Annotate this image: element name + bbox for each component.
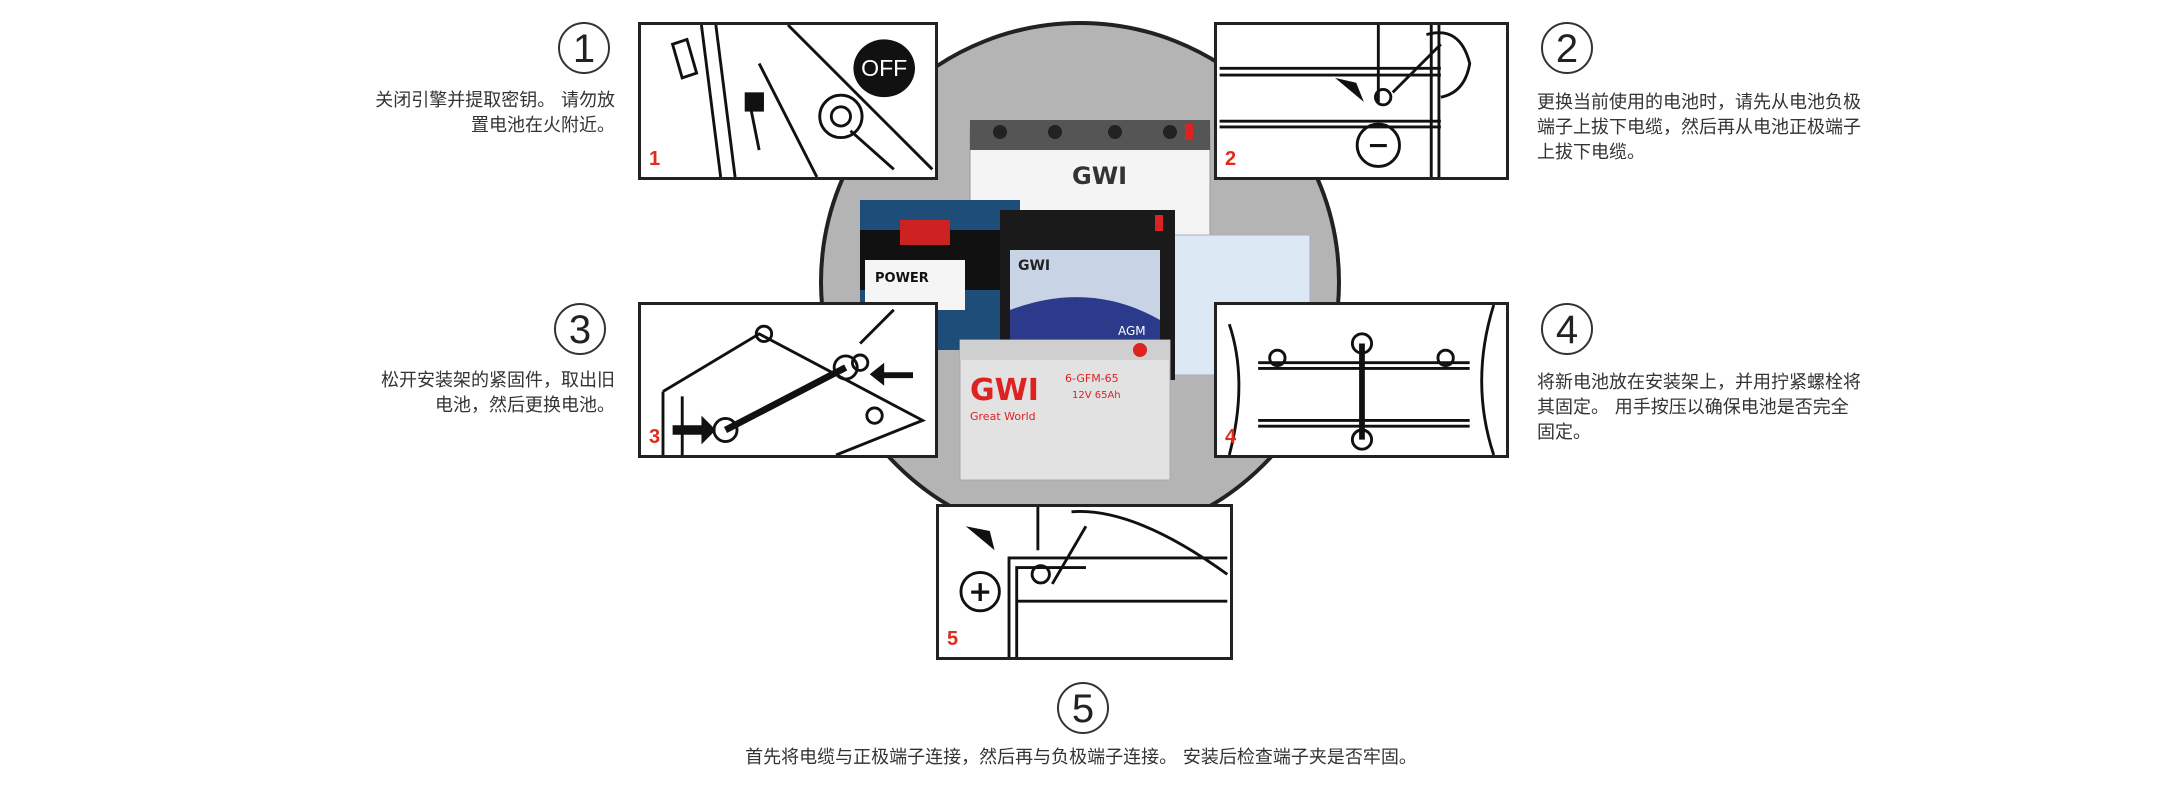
step-4-text: 将新电池放在安装架上，并用拧紧螺栓将 其固定。 用手按压以确保电池是否完全 固定…: [1537, 370, 1937, 445]
text-line: 关闭引擎并提取密钥。 请勿放: [375, 90, 615, 111]
panel-number: 2: [1225, 148, 1237, 170]
model-label: 6-GFM-65: [1065, 372, 1119, 385]
off-label: OFF: [861, 55, 907, 81]
positive-terminal-icon: +: [959, 507, 1229, 657]
brand-logo-front: GWI: [970, 373, 1039, 408]
step-number-2: 2: [1541, 22, 1593, 74]
ignition-key-icon: OFF: [670, 25, 934, 177]
step-3-illustration: 3: [638, 302, 938, 458]
panel-number: 5: [947, 628, 959, 650]
install-battery-icon: [1227, 305, 1496, 455]
step-5-illustration: + 5: [936, 504, 1233, 660]
step-number-5: 5: [1057, 682, 1109, 734]
step-2-illustration: − 2: [1214, 22, 1509, 180]
panel-number: 4: [1225, 426, 1237, 448]
negative-terminal-icon: −: [1219, 25, 1472, 177]
step-number-3: 3: [554, 303, 606, 355]
brand-logo-back: GWI: [1072, 162, 1127, 190]
step-number-1: 1: [558, 22, 610, 74]
text-line: 松开安装架的紧固件，取出旧: [381, 370, 615, 391]
text-line: 首先将电缆与正极端子连接，然后再与负极端子连接。 安装后检查端子夹是否牢固。: [745, 747, 1417, 768]
text-line: 端子上拔下电缆，然后再从电池正极端子: [1537, 117, 1861, 138]
panel-number: 3: [649, 426, 661, 448]
text-line: 将新电池放在安装架上，并用拧紧螺栓将: [1537, 372, 1861, 393]
step-4-illustration: 4: [1214, 302, 1509, 458]
text-line: 置电池在火附近。: [471, 115, 615, 136]
panel-number: 1: [649, 148, 661, 170]
minus-label: −: [1367, 130, 1390, 161]
agm-label: AGM: [1118, 324, 1146, 338]
text-line: 固定。: [1537, 422, 1591, 443]
step-1-illustration: OFF 1: [638, 22, 938, 180]
mounting-bracket-icon: [661, 308, 927, 455]
step-3-text: 松开安装架的紧固件，取出旧 电池，然后更换电池。: [295, 368, 615, 418]
power-label: POWER: [875, 271, 929, 286]
step-1-text: 关闭引擎并提取密钥。 请勿放 置电池在火附近。: [295, 88, 615, 138]
text-line: 上拔下电缆。: [1537, 142, 1645, 163]
step-2-text: 更换当前使用的电池时，请先从电池负极 端子上拔下电缆，然后再从电池正极端子 上拔…: [1537, 90, 1937, 165]
step-5-text: 首先将电缆与正极端子连接，然后再与负极端子连接。 安装后检查端子夹是否牢固。: [600, 745, 1562, 770]
text-line: 电池，然后更换电池。: [435, 395, 615, 416]
spec-label: 12V 65Ah: [1072, 390, 1121, 401]
brand-logo-agm: GWI: [1018, 258, 1050, 274]
plus-label: +: [968, 574, 992, 608]
brand-subtitle: Great World: [970, 410, 1036, 423]
step-number-4: 4: [1541, 303, 1593, 355]
text-line: 更换当前使用的电池时，请先从电池负极: [1537, 92, 1861, 113]
text-line: 其固定。 用手按压以确保电池是否完全: [1537, 397, 1849, 418]
